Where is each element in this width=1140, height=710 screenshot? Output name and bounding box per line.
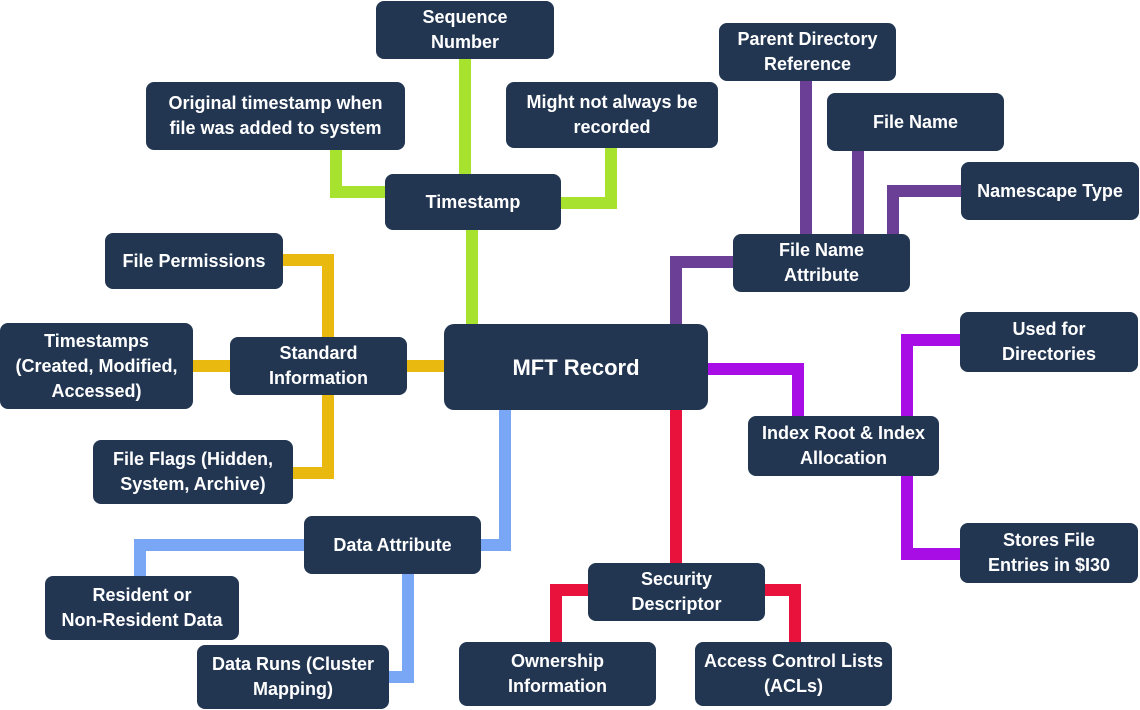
parent-directory-node: Parent Directory Reference [719,23,896,81]
file-permissions-node: File Permissions [105,233,283,289]
connector-mft-index [706,363,804,418]
connector-security-acls [763,584,801,645]
connector-data-resident [134,539,305,578]
data-attribute-connectors [134,408,511,683]
used-for-directories-node: Used for Directories [960,312,1138,372]
connector-security-ownership [550,584,590,645]
connector-filename-namescape [887,185,963,236]
standard-info-connectors [192,254,446,479]
security-connectors [550,408,801,645]
connector-index-used [901,334,962,418]
index-connectors [706,334,962,560]
timestamp-node: Timestamp [385,174,561,230]
stores-file-entries-node: Stores File Entries in $I30 [960,523,1138,583]
file-name-node: File Name [827,93,1004,151]
acls-node: Access Control Lists (ACLs) [695,642,892,706]
security-descriptor-node: Security Descriptor [588,563,765,621]
file-name-connectors [670,80,963,325]
standard-information-node: Standard Information [230,337,407,395]
original-timestamp-node: Original timestamp when file was added t… [146,82,405,150]
timestamps-created-modified-accessed-node: Timestamps (Created, Modified, Accessed) [0,323,193,409]
connector-mft-filename [670,256,735,325]
connector-timestamp-original [330,148,388,198]
connector-mft-data [480,408,511,551]
data-runs-node: Data Runs (Cluster Mapping) [197,645,389,709]
timestamp-connectors [330,56,617,325]
connector-standard-permissions [282,254,334,340]
resident-data-node: Resident or Non-Resident Data [45,576,239,640]
mft-record-node: MFT Record [444,324,708,410]
data-attribute-node: Data Attribute [304,516,481,574]
ownership-information-node: Ownership Information [459,642,656,706]
connector-standard-flags [292,393,334,479]
connector-index-stores [901,475,962,560]
connector-timestamp-might-not [560,146,617,209]
namescape-type-node: Namescape Type [961,162,1139,220]
index-root-node: Index Root & Index Allocation [748,416,939,476]
file-name-attribute-node: File Name Attribute [733,234,910,292]
might-not-recorded-node: Might not always be recorded [506,82,718,148]
connector-data-runs [388,572,414,683]
sequence-number-node: Sequence Number [376,1,554,59]
file-flags-node: File Flags (Hidden, System, Archive) [93,440,293,504]
